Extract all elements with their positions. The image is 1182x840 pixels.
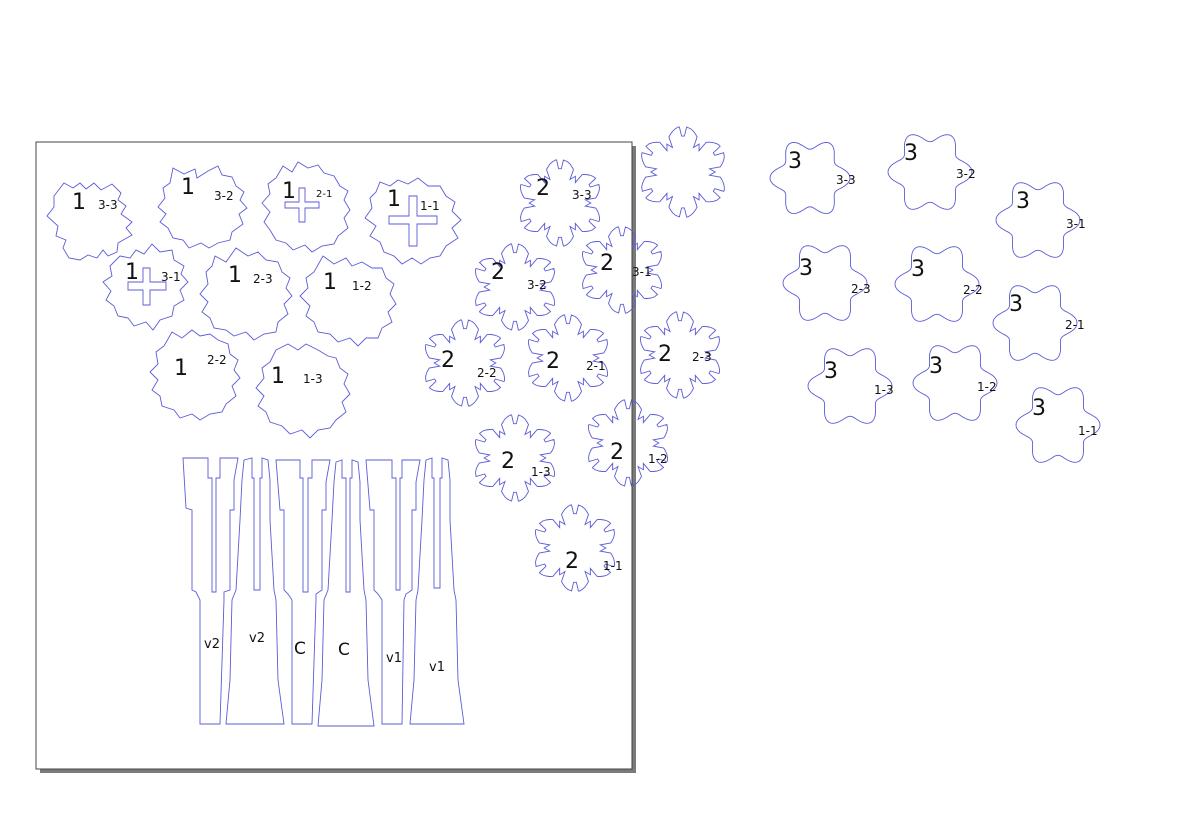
piece-number: 1	[387, 187, 401, 212]
piece-number: 3	[911, 257, 925, 282]
flower-piece-3-1-2[interactable]: 3 1-2	[912, 345, 998, 421]
piece-code: 2-3	[851, 282, 871, 296]
piece-number: 2	[565, 549, 579, 574]
snowflake-piece-1-3-1[interactable]: 1 3-1	[102, 243, 189, 331]
strut-piece-v1-a[interactable]: v1	[365, 459, 421, 725]
piece-number: 3	[1009, 292, 1023, 317]
piece-code: 3-1	[632, 265, 652, 279]
strut-piece-v2-a[interactable]: v2	[182, 457, 239, 725]
piece-code: 3-1	[161, 270, 181, 284]
piece-number: 2	[546, 349, 560, 374]
flower-piece-3-3-3[interactable]: 3 3-3	[769, 141, 856, 215]
piece-code: 1-2	[977, 380, 997, 394]
piece-number: 3	[904, 141, 918, 166]
piece-number: 1	[174, 356, 188, 381]
piece-number: 2	[600, 251, 614, 276]
strut-label: v1	[429, 660, 445, 675]
gear-piece-2-1-2[interactable]: 2 1-2	[588, 399, 668, 487]
piece-code: 1-2	[352, 279, 372, 293]
piece-code: 3-2	[214, 189, 234, 203]
gear-pieces: 2 3-3 2 3-2 2 3-1 2 2-2 2 2-1 2 2-3 2 1-3 2 1-2 2 1-1	[425, 126, 725, 592]
piece-number: 1	[125, 260, 139, 285]
flower-pieces: 3 3-3 3 3-2 3 3-1 3 2-3 3 2-2 3 2-1 3 1-3 3 1-2 3 1-1	[769, 134, 1101, 463]
piece-code: 2-2	[477, 366, 497, 380]
piece-code: 1-1	[420, 199, 440, 213]
piece-number: 1	[323, 270, 337, 295]
piece-code: 2-2	[207, 353, 227, 367]
strut-piece-v2-b[interactable]: v2	[225, 457, 285, 725]
strut-label: v2	[249, 631, 265, 646]
piece-number: 1	[72, 190, 86, 215]
snowflake-piece-1-1-3[interactable]: 1 1-3	[255, 343, 351, 439]
piece-number: 3	[799, 256, 813, 281]
flower-piece-3-2-3[interactable]: 3 2-3	[782, 245, 871, 321]
flower-piece-3-1-3[interactable]: 3 1-3	[807, 348, 894, 424]
piece-number: 2	[441, 348, 455, 373]
piece-code: 2-1	[316, 189, 332, 200]
piece-code: 3-3	[836, 173, 856, 187]
piece-number: 2	[491, 260, 505, 285]
strut-label: v2	[204, 637, 220, 652]
piece-code: 1-2	[648, 452, 668, 466]
piece-number: 3	[1016, 189, 1030, 214]
gear-piece-2-1-3[interactable]: 2 1-3	[475, 414, 555, 502]
snowflake-piece-1-2-1[interactable]: 1 2-1	[261, 161, 351, 253]
strut-piece-v1-b[interactable]: v1	[409, 457, 465, 725]
gear-piece-2-3-1[interactable]: 2 3-1	[582, 226, 662, 314]
gear-piece-2-2-1[interactable]: 2 2-1	[528, 314, 608, 402]
piece-number: 2	[536, 176, 550, 201]
piece-code: 1-1	[603, 559, 623, 573]
piece-code: 2-1	[1065, 318, 1085, 332]
piece-code: 1-3	[303, 372, 323, 386]
strut-piece-c-a[interactable]: C	[275, 459, 331, 725]
gear-piece-2-3-2[interactable]: 2 3-2	[475, 243, 555, 331]
snowflake-piece-1-2-3[interactable]: 1 2-3	[199, 247, 293, 341]
piece-number: 3	[929, 354, 943, 379]
piece-number: 1	[228, 263, 242, 288]
piece-code: 3-2	[956, 167, 976, 181]
piece-number: 3	[824, 359, 838, 384]
gear-piece-2-1-1[interactable]: 2 1-1	[535, 504, 623, 592]
flower-piece-3-2-1[interactable]: 3 2-1	[992, 285, 1085, 361]
gear-piece-2-2-3[interactable]: 2 2-3	[640, 311, 720, 399]
flower-piece-3-3-1[interactable]: 3 3-1	[995, 182, 1086, 258]
snowflake-piece-1-1-1[interactable]: 1 1-1	[364, 177, 462, 265]
snowflake-piece-1-2-2[interactable]: 1 2-2	[149, 329, 241, 421]
piece-number: 3	[1032, 396, 1046, 421]
piece-code: 1-3	[531, 465, 551, 479]
flower-piece-3-2-2[interactable]: 3 2-2	[894, 246, 983, 322]
piece-number: 2	[658, 342, 672, 367]
flower-piece-3-1-1[interactable]: 3 1-1	[1015, 387, 1101, 463]
flower-piece-3-3-2[interactable]: 3 3-2	[887, 134, 976, 210]
piece-number: 3	[788, 149, 802, 174]
strut-label: C	[294, 639, 306, 659]
piece-number: 2	[501, 449, 515, 474]
strut-piece-c-b[interactable]: C	[317, 459, 375, 727]
gear-piece-2-2-2[interactable]: 2 2-2	[425, 319, 505, 407]
snowflake-piece-1-1-2[interactable]: 1 1-2	[299, 255, 397, 347]
piece-number: 2	[610, 440, 624, 465]
piece-code: 3-3	[98, 198, 118, 212]
gear-piece-unlabeled[interactable]	[641, 126, 725, 218]
strut-label: v1	[386, 651, 402, 666]
piece-code: 2-1	[586, 359, 606, 373]
sheet	[35, 141, 633, 770]
piece-code: 3-2	[527, 278, 547, 292]
piece-code: 3-3	[572, 188, 592, 202]
piece-code: 2-2	[963, 283, 983, 297]
piece-code: 1-3	[874, 383, 894, 397]
strut-label: C	[338, 640, 350, 660]
piece-code: 2-3	[692, 350, 712, 364]
piece-number: 1	[271, 364, 285, 389]
snowflake-piece-1-3-2[interactable]: 1 3-2	[157, 165, 248, 249]
piece-code: 2-3	[253, 272, 273, 286]
piece-code: 3-1	[1066, 217, 1086, 231]
snowflake-piece-1-3-3[interactable]: 1 3-3	[46, 182, 133, 261]
piece-number: 1	[181, 175, 195, 200]
gear-piece-2-3-3[interactable]: 2 3-3	[520, 159, 600, 247]
piece-number: 1	[282, 179, 296, 204]
piece-code: 1-1	[1078, 424, 1098, 438]
